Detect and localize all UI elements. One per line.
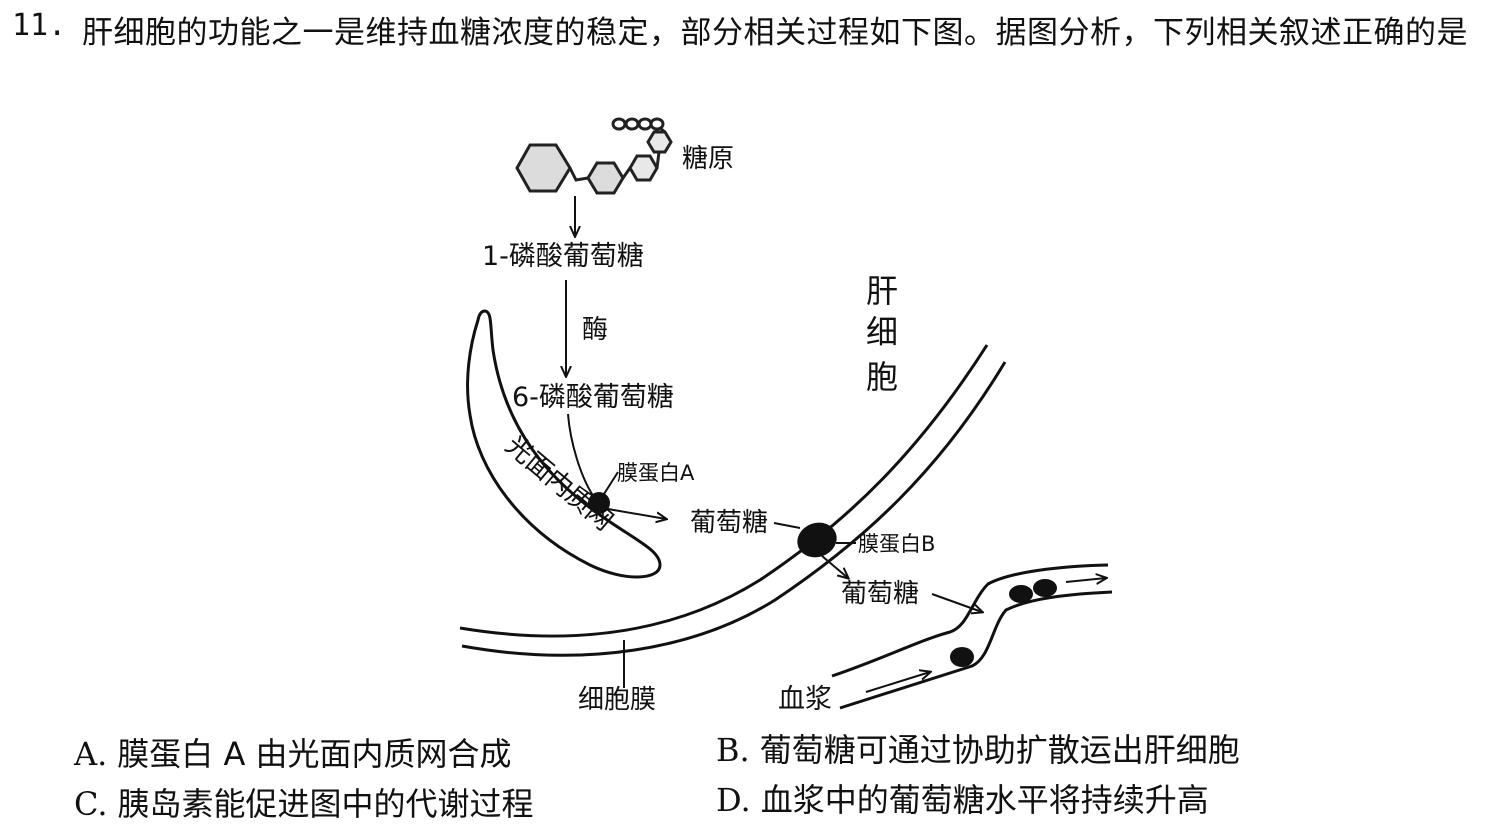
smooth-er-label: 光面内质网	[500, 430, 619, 537]
option-text: 葡萄糖可通过协助扩散运出肝细胞	[759, 731, 1240, 769]
question-number: 11.	[12, 8, 67, 43]
membrane-protein-b	[797, 522, 837, 558]
blood-vessel-upper-wall	[831, 563, 1109, 678]
option-c[interactable]: C.胰岛素能促进图中的代谢过程	[74, 784, 534, 824]
protein-b-label: 膜蛋白B	[858, 532, 935, 556]
option-letter: D.	[716, 781, 751, 819]
blood-vessel-lower-wall	[839, 590, 1113, 710]
question-stem: 肝细胞的功能之一是维持血糖浓度的稳定，部分相关过程如下图。据图分析，下列相关叙述…	[82, 15, 1468, 51]
liver-cell-label-2: 细	[866, 313, 898, 351]
option-text: 血浆中的葡萄糖水平将持续升高	[760, 781, 1209, 819]
membrane-protein-a	[588, 492, 610, 514]
blood-cell	[1009, 585, 1033, 603]
option-letter: A.	[74, 735, 108, 773]
g1p-label: 1-磷酸葡萄糖	[482, 241, 644, 272]
smooth-er-shape	[466, 309, 662, 579]
cell-membrane-label: 细胞膜	[578, 685, 656, 715]
option-a[interactable]: A.膜蛋白 A 由光面内质网合成	[74, 734, 512, 774]
glycogen-molecule-icon	[515, 117, 673, 195]
option-d[interactable]: D.血浆中的葡萄糖水平将持续升高	[716, 780, 1209, 820]
cell-membrane-outer	[459, 344, 989, 638]
option-text: 胰岛素能促进图中的代谢过程	[117, 785, 534, 823]
g6p-label: 6-磷酸葡萄糖	[512, 382, 674, 413]
option-letter: C.	[74, 785, 108, 823]
glucose-outside-label: 葡萄糖	[841, 579, 919, 609]
option-b[interactable]: B.葡萄糖可通过协助扩散运出肝细胞	[716, 730, 1240, 770]
liver-cell-label-1: 肝	[866, 272, 898, 310]
protein-a-label: 膜蛋白A	[617, 461, 695, 485]
cell-membrane-inner	[461, 361, 1007, 657]
option-letter: B.	[716, 731, 750, 769]
enzyme-label: 酶	[582, 315, 608, 345]
blood-cell	[1033, 579, 1057, 597]
blood-cell	[950, 647, 974, 667]
glycogen-label: 糖原	[682, 144, 734, 174]
liver-cell-label-3: 胞	[866, 358, 898, 396]
plasma-label: 血浆	[778, 684, 832, 715]
glucose-inside-label: 葡萄糖	[690, 508, 768, 538]
option-text: 膜蛋白 A 由光面内质网合成	[117, 735, 512, 773]
